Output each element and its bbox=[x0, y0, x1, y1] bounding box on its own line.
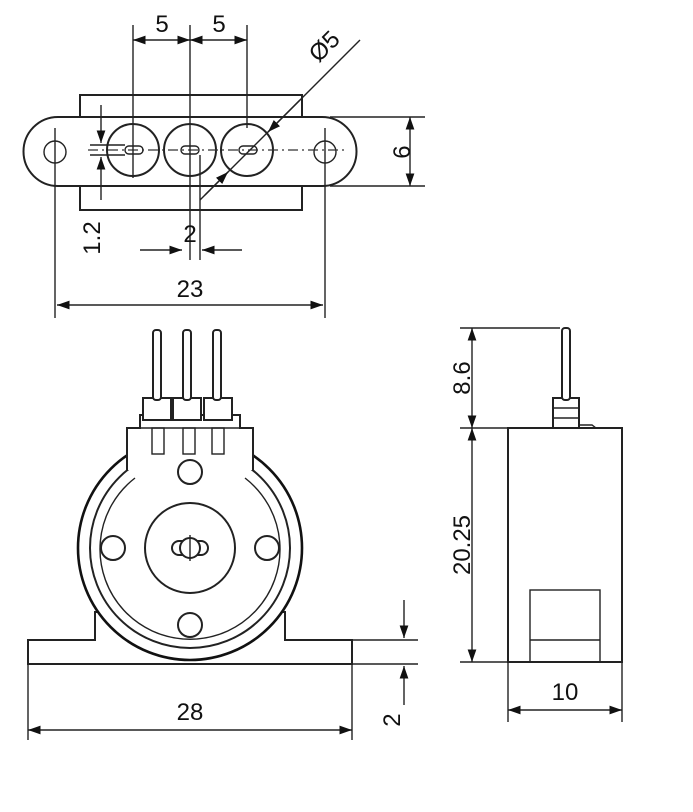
pin-foot-1 bbox=[151, 427, 165, 455]
dim-label-flange-width: 23 bbox=[177, 276, 204, 303]
side-pin bbox=[561, 327, 571, 401]
dim-label-flange-height: 6 bbox=[389, 145, 416, 158]
dim-arrow-diameter-a bbox=[267, 99, 301, 133]
front-hub bbox=[144, 502, 236, 594]
front-hole-top bbox=[177, 459, 203, 485]
dim-label-pitch-right: 5 bbox=[212, 11, 225, 38]
dim-label-base-width: 28 bbox=[177, 699, 204, 726]
dim-label-body-height: 20.25 bbox=[449, 515, 476, 575]
dim-label-side-width: 10 bbox=[552, 679, 579, 706]
pin-2 bbox=[182, 329, 192, 401]
pin-foot-2 bbox=[182, 427, 196, 455]
front-hole-bottom bbox=[177, 612, 203, 638]
side-body bbox=[507, 427, 623, 663]
side-connector bbox=[552, 397, 580, 429]
dim-label-base-thickness: 2 bbox=[379, 713, 406, 726]
top-view: 5 5 Ø5 6 1.2 2 23 bbox=[22, 11, 425, 318]
pin-nut-1 bbox=[142, 397, 172, 421]
pin-foot-3 bbox=[211, 427, 225, 455]
front-inner-disc bbox=[99, 477, 281, 640]
front-hole-left bbox=[100, 535, 126, 561]
dim-label-pin-length: 8.6 bbox=[449, 361, 476, 394]
dim-label-slot-width: 2 bbox=[183, 221, 196, 248]
dim-label-pitch-left: 5 bbox=[155, 11, 168, 38]
dim-arrow-diameter-b bbox=[199, 171, 229, 201]
side-connector-clip bbox=[579, 424, 597, 429]
pin-nut-2 bbox=[172, 397, 202, 421]
front-hole-right bbox=[254, 535, 280, 561]
front-view: 28 2 bbox=[27, 329, 418, 740]
side-view: 8.6 20.25 10 bbox=[449, 327, 623, 722]
pin-1 bbox=[152, 329, 162, 401]
pin-nut-3 bbox=[203, 397, 233, 421]
pin-3 bbox=[212, 329, 222, 401]
side-bottom-block bbox=[529, 589, 601, 663]
dim-label-pin-offset: 1.2 bbox=[79, 221, 106, 254]
